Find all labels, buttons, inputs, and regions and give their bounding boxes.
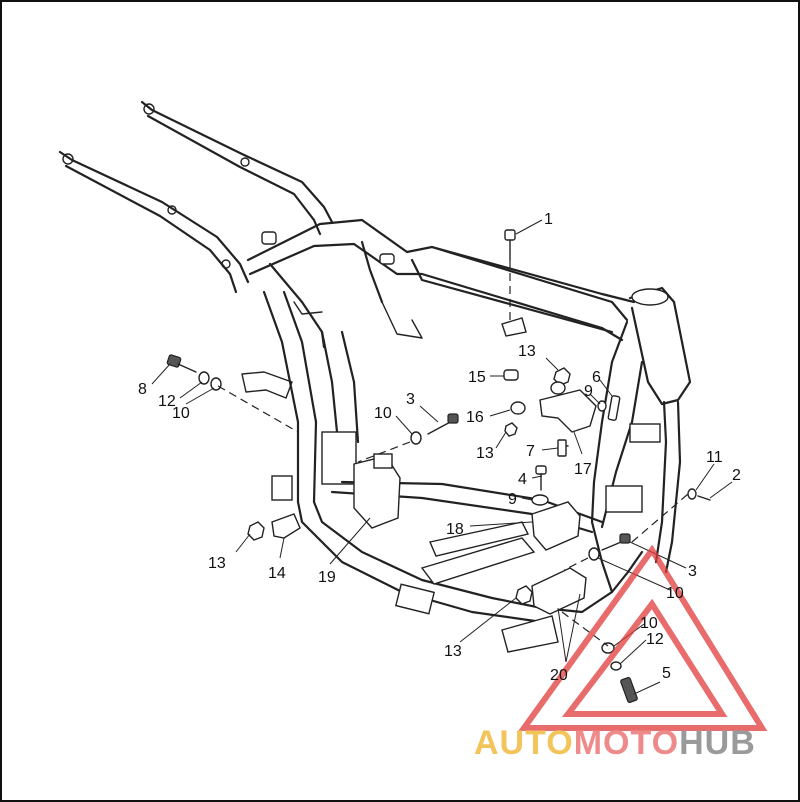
- assembly-lines: [217, 260, 689, 647]
- callout-7: 7: [526, 443, 535, 460]
- callout-6: 6: [592, 369, 601, 386]
- watermark: AUTOMOTOHUB: [474, 544, 768, 762]
- frame-lower-cradle: [296, 480, 644, 653]
- callout-18: 18: [446, 521, 464, 538]
- callout-13: 13: [444, 643, 462, 660]
- callout-11: 11: [706, 449, 723, 466]
- callout-9: 9: [584, 383, 593, 400]
- callout-10: 10: [172, 405, 190, 422]
- callout-19: 19: [318, 569, 336, 586]
- callout-1: 1: [544, 211, 553, 228]
- callout-12: 12: [646, 631, 664, 648]
- callout-3: 3: [688, 563, 697, 580]
- callout-5: 5: [662, 665, 671, 682]
- hardware: [166, 229, 711, 704]
- callout-16: 16: [466, 409, 484, 426]
- watermark-triangle-icon: [518, 544, 768, 731]
- frame-downtubes: [241, 290, 360, 504]
- callout-14: 14: [268, 565, 286, 582]
- callout-10: 10: [640, 615, 658, 632]
- callout-13: 13: [518, 343, 536, 360]
- leader-lines: [151, 219, 733, 695]
- callout-10: 10: [374, 405, 392, 422]
- frame-upper-section: [246, 218, 636, 349]
- callout-15: 15: [468, 369, 486, 386]
- watermark-hub: HUB: [679, 724, 756, 762]
- callout-13: 13: [208, 555, 226, 572]
- rear-fender-struts: [58, 100, 334, 294]
- callout-17: 17: [574, 461, 592, 478]
- callout-20: 20: [550, 667, 568, 684]
- callout-3: 3: [406, 391, 415, 408]
- callout-8: 8: [138, 381, 147, 398]
- mount-parts: [271, 317, 597, 615]
- steering-head: [590, 286, 692, 574]
- callout-9: 9: [508, 491, 517, 508]
- callout-12: 12: [158, 393, 176, 410]
- svg-text:AUTOMOTOHUB: AUTOMOTOHUB: [474, 724, 756, 762]
- callout-10: 10: [666, 585, 684, 602]
- callout-13: 13: [476, 445, 494, 462]
- callout-4: 4: [518, 471, 527, 488]
- watermark-auto: AUTO: [474, 724, 574, 762]
- callout-labels: 1 2 3 3 4 5 6 7 8 9 9 10 10 10 10 11 12 …: [138, 211, 741, 684]
- watermark-moto: MOTO: [574, 724, 679, 762]
- callout-2: 2: [732, 467, 741, 484]
